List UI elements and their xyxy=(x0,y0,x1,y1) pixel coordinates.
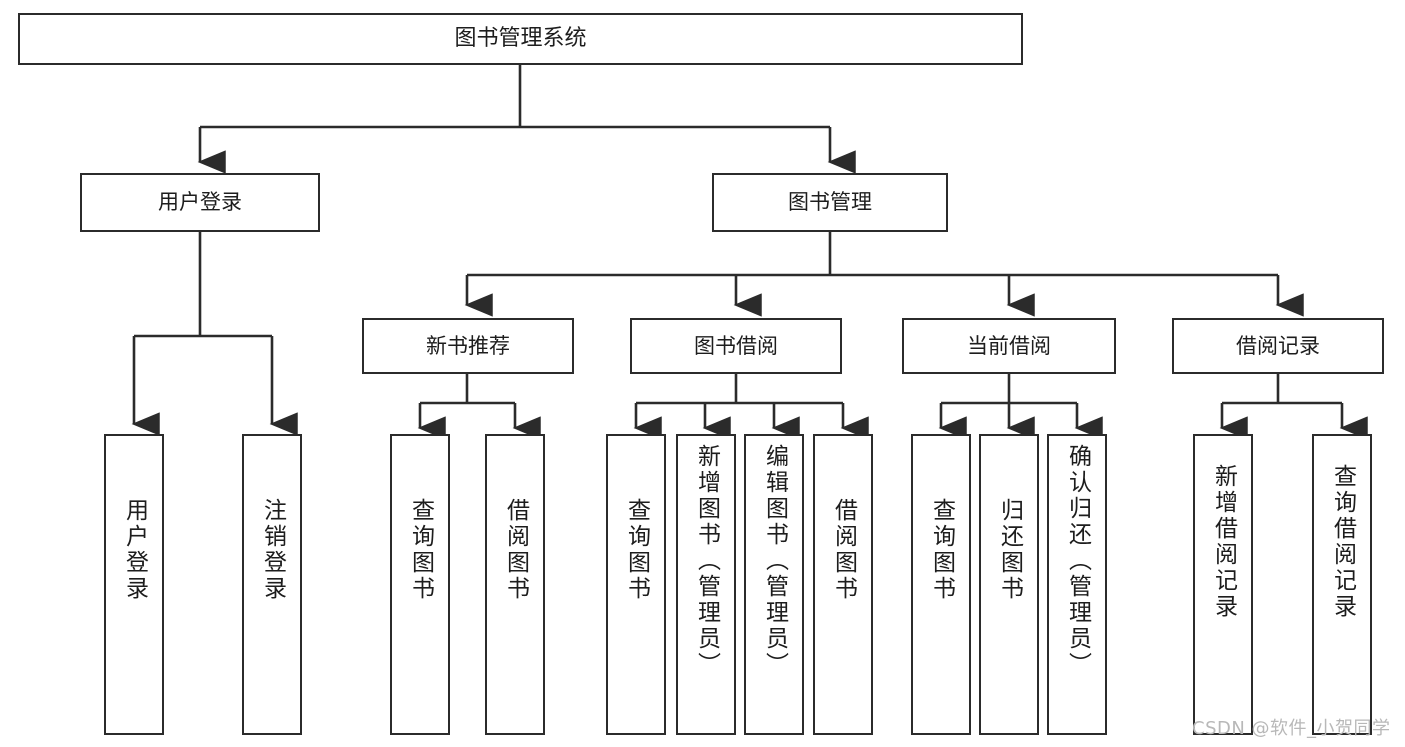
node-user-login[interactable]: 用户登录 xyxy=(80,173,320,232)
leaf-new-book-borrow-label: 借阅图书 xyxy=(502,498,529,602)
leaf-user-login-signout-label: 注销登录 xyxy=(259,498,286,602)
leaf-records-add-record[interactable]: 新增借阅记录 xyxy=(1193,434,1253,735)
leaf-borrow-add-book-admin[interactable]: 新增图书（管理员） xyxy=(676,434,736,735)
leaf-user-login-signin[interactable]: 用户登录 xyxy=(104,434,164,735)
node-book-borrow[interactable]: 图书借阅 xyxy=(630,318,842,374)
leaf-new-book-query-label: 查询图书 xyxy=(407,498,434,602)
node-book-management[interactable]: 图书管理 xyxy=(712,173,948,232)
leaf-user-login-signin-label: 用户登录 xyxy=(121,498,148,602)
node-current-borrow-label: 当前借阅 xyxy=(967,333,1051,358)
leaf-user-login-signout[interactable]: 注销登录 xyxy=(242,434,302,735)
leaf-current-query-book-label: 查询图书 xyxy=(928,498,955,602)
node-current-borrow[interactable]: 当前借阅 xyxy=(902,318,1116,374)
leaf-current-return-book[interactable]: 归还图书 xyxy=(979,434,1039,735)
leaf-records-add-record-label: 新增借阅记录 xyxy=(1210,464,1237,620)
node-borrow-records-label: 借阅记录 xyxy=(1236,333,1320,358)
leaf-borrow-borrow-book-label: 借阅图书 xyxy=(830,498,857,602)
leaf-current-confirm-return-admin[interactable]: 确认归还（管理员） xyxy=(1047,434,1107,735)
node-book-borrow-label: 图书借阅 xyxy=(694,333,778,358)
leaf-new-book-query[interactable]: 查询图书 xyxy=(390,434,450,735)
node-book-management-label: 图书管理 xyxy=(788,190,872,214)
leaf-current-query-book[interactable]: 查询图书 xyxy=(911,434,971,735)
node-borrow-records[interactable]: 借阅记录 xyxy=(1172,318,1384,374)
leaf-borrow-edit-book-admin[interactable]: 编辑图书（管理员） xyxy=(744,434,804,735)
leaf-borrow-add-book-admin-label: 新增图书（管理员） xyxy=(693,444,720,678)
leaf-borrow-query-book-label: 查询图书 xyxy=(623,498,650,602)
leaf-current-return-book-label: 归还图书 xyxy=(996,498,1023,602)
node-root[interactable]: 图书管理系统 xyxy=(18,13,1023,65)
leaf-records-query-record-label: 查询借阅记录 xyxy=(1329,464,1356,620)
leaf-borrow-borrow-book[interactable]: 借阅图书 xyxy=(813,434,873,735)
node-new-book-recommend-label: 新书推荐 xyxy=(426,333,510,358)
node-root-label: 图书管理系统 xyxy=(454,26,587,51)
node-new-book-recommend[interactable]: 新书推荐 xyxy=(362,318,574,374)
leaf-borrow-edit-book-admin-label: 编辑图书（管理员） xyxy=(761,444,788,678)
leaf-records-query-record[interactable]: 查询借阅记录 xyxy=(1312,434,1372,735)
leaf-new-book-borrow[interactable]: 借阅图书 xyxy=(485,434,545,735)
node-user-login-label: 用户登录 xyxy=(158,190,242,214)
leaf-borrow-query-book[interactable]: 查询图书 xyxy=(606,434,666,735)
leaf-current-confirm-return-admin-label: 确认归还（管理员） xyxy=(1064,444,1091,678)
watermark: CSDN @软件_小贺同学 xyxy=(1192,718,1391,739)
